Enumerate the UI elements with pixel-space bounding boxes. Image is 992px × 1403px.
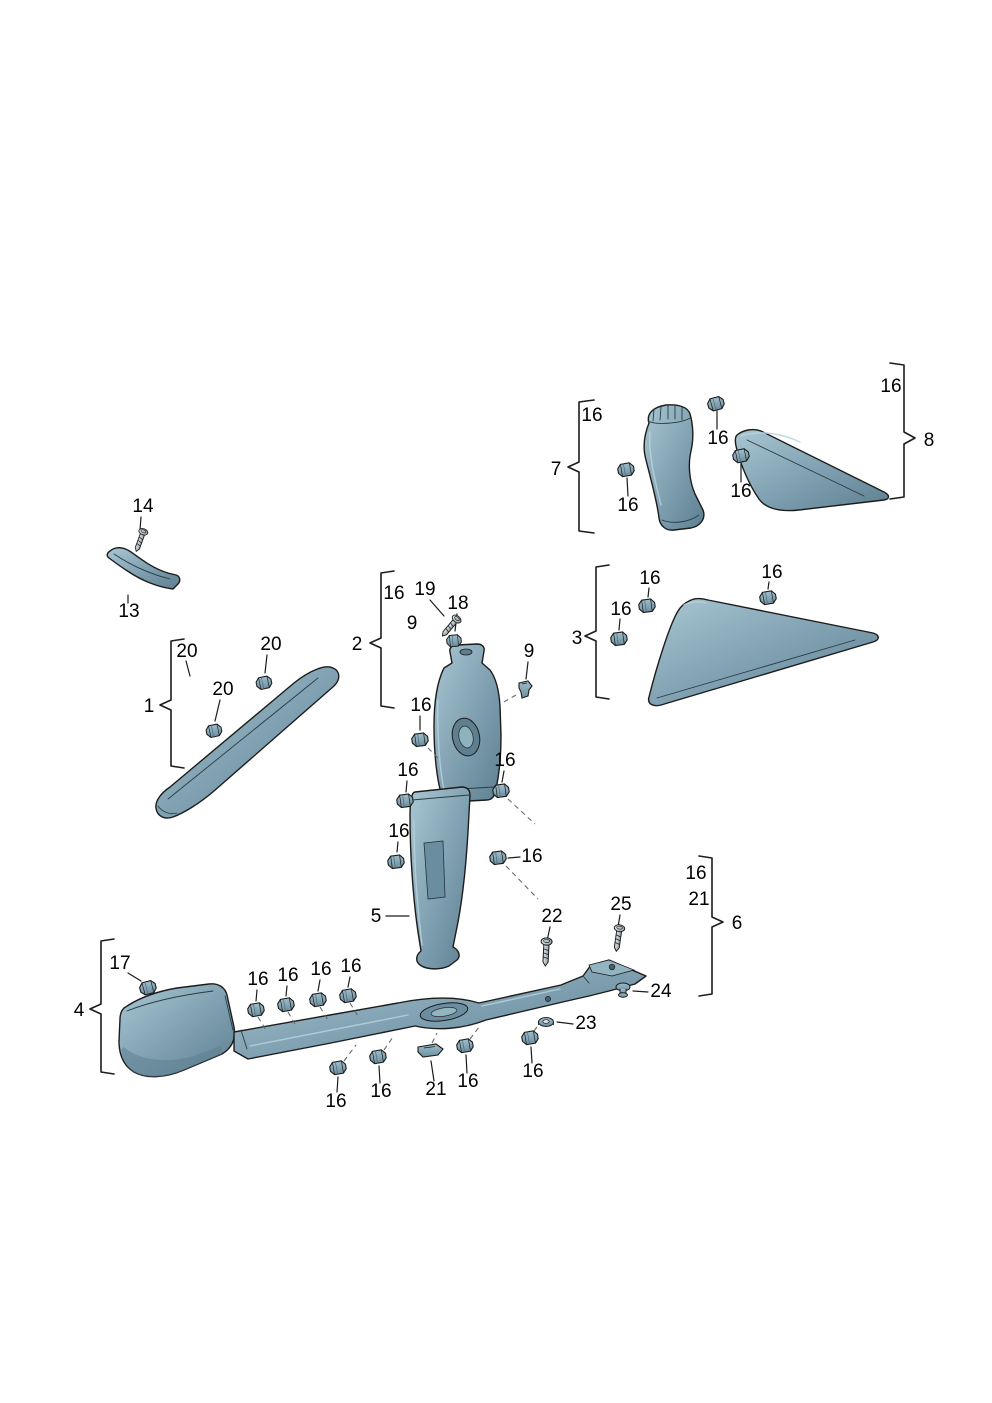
clip-icon bbox=[246, 1001, 266, 1018]
callout-16: 16 bbox=[880, 376, 901, 397]
callout-16: 16 bbox=[610, 599, 631, 620]
callout-16: 16 bbox=[370, 1081, 391, 1102]
callout-21: 21 bbox=[425, 1079, 446, 1100]
screw-icon bbox=[610, 923, 626, 953]
clip-icon bbox=[637, 597, 657, 614]
clip-icon bbox=[338, 987, 358, 1004]
a-pillar-trim bbox=[155, 666, 340, 819]
callout-16: 16 bbox=[521, 846, 542, 867]
callout-16: 16 bbox=[410, 695, 431, 716]
clip-icon bbox=[276, 996, 296, 1013]
callout-9: 9 bbox=[407, 613, 418, 634]
callout-16: 16 bbox=[325, 1091, 346, 1112]
callout-20: 20 bbox=[176, 641, 197, 662]
d-pillar-trim bbox=[734, 428, 890, 512]
bracket-group-7 bbox=[567, 399, 595, 534]
callout-17: 17 bbox=[109, 953, 130, 974]
callout-16: 16 bbox=[707, 428, 728, 449]
c-pillar-trim bbox=[643, 404, 705, 531]
leader-lines bbox=[127, 410, 770, 1093]
clip-icon bbox=[758, 589, 778, 606]
clip-icon bbox=[254, 674, 274, 691]
small-bracket-icon bbox=[417, 1043, 444, 1058]
part-shapes bbox=[106, 404, 890, 1078]
callout-14: 14 bbox=[132, 496, 154, 517]
callout-23: 23 bbox=[575, 1013, 596, 1034]
callout-16: 16 bbox=[494, 750, 515, 771]
bracket-group-6 bbox=[698, 855, 724, 997]
callout-16: 16 bbox=[277, 965, 298, 986]
callout-21: 21 bbox=[688, 889, 709, 910]
clip-icon bbox=[455, 1037, 475, 1054]
callout-4: 4 bbox=[74, 1000, 85, 1021]
clip-icon bbox=[520, 1029, 540, 1046]
callout-16: 16 bbox=[639, 568, 660, 589]
sill-scuff-plate bbox=[233, 959, 647, 1060]
callout-5: 5 bbox=[371, 906, 382, 927]
callout-16: 16 bbox=[340, 956, 361, 977]
sill-end-cap bbox=[118, 983, 236, 1078]
callout-1: 1 bbox=[144, 696, 155, 717]
callout-16: 16 bbox=[388, 821, 409, 842]
callout-9: 9 bbox=[524, 641, 535, 662]
clip-icon bbox=[328, 1059, 348, 1076]
callout-3: 3 bbox=[572, 628, 583, 649]
push-nut-icon bbox=[538, 1017, 554, 1027]
clip-icon bbox=[410, 731, 430, 748]
callout-13: 13 bbox=[118, 601, 139, 622]
callout-18: 18 bbox=[447, 593, 468, 614]
callout-20: 20 bbox=[260, 634, 281, 655]
callout-16: 16 bbox=[310, 959, 331, 980]
group-brackets bbox=[89, 362, 916, 1075]
callout-16: 16 bbox=[617, 495, 638, 516]
clip-icon bbox=[308, 991, 328, 1008]
clip-icon bbox=[204, 722, 224, 739]
callout-labels: 16 16 7 16 16 16 8 3 16 16 16 14 13 20 2… bbox=[74, 376, 935, 1112]
callout-16: 16 bbox=[685, 863, 706, 884]
b-pillar-lower-trim bbox=[409, 786, 471, 970]
callout-7: 7 bbox=[551, 459, 562, 480]
rear-quarter-trim bbox=[647, 597, 879, 707]
clip-icon bbox=[488, 849, 508, 866]
callout-8: 8 bbox=[924, 430, 935, 451]
bracket-group-2 bbox=[369, 570, 395, 709]
callout-16: 16 bbox=[397, 760, 418, 781]
clip-icon bbox=[616, 461, 636, 478]
callout-25: 25 bbox=[610, 894, 631, 915]
callout-2: 2 bbox=[352, 634, 363, 655]
clip-icon bbox=[395, 792, 415, 809]
callout-16: 16 bbox=[247, 969, 268, 990]
callout-24: 24 bbox=[650, 981, 672, 1002]
b-pillar-upper-trim bbox=[433, 643, 502, 803]
callout-6: 6 bbox=[732, 913, 743, 934]
alignment-dashes bbox=[257, 694, 544, 1062]
screw-icon bbox=[539, 937, 553, 967]
callout-16: 16 bbox=[522, 1061, 543, 1082]
callout-16: 16 bbox=[761, 562, 782, 583]
clip-icon bbox=[706, 395, 726, 413]
clip-icon bbox=[386, 853, 406, 870]
bracket-group-1 bbox=[159, 638, 185, 769]
callout-16: 16 bbox=[457, 1071, 478, 1092]
callout-22: 22 bbox=[541, 906, 562, 927]
bracket-group-4 bbox=[89, 938, 115, 1075]
callout-19: 19 bbox=[414, 579, 435, 600]
callout-20: 20 bbox=[212, 679, 233, 700]
bracket-group-8 bbox=[889, 362, 916, 500]
screw-icon bbox=[131, 526, 150, 554]
grommet-icon bbox=[615, 982, 631, 998]
callout-16: 16 bbox=[730, 481, 751, 502]
callout-16: 16 bbox=[383, 583, 404, 604]
callout-16: 16 bbox=[581, 405, 602, 426]
bracket-group-3 bbox=[584, 564, 610, 700]
clip-icon bbox=[609, 630, 629, 647]
clip-icon bbox=[491, 782, 511, 799]
clip-icon bbox=[445, 634, 463, 648]
roof-frame-strip bbox=[106, 547, 181, 590]
clip-icon bbox=[368, 1048, 388, 1065]
hook-clip-icon bbox=[518, 680, 533, 699]
